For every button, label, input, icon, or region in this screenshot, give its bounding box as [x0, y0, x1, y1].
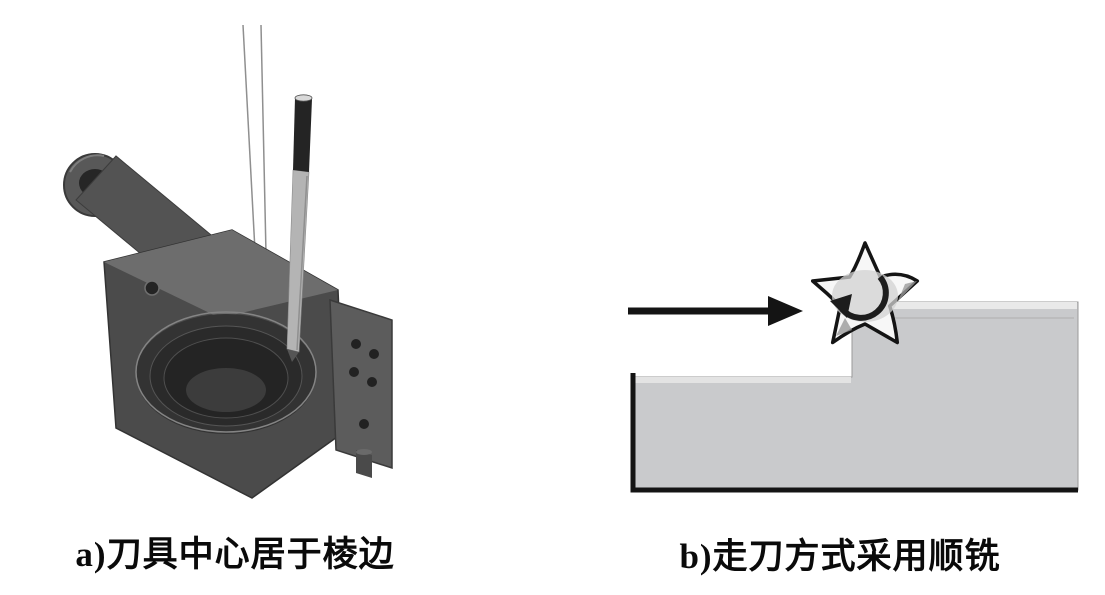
feed-arrow-icon: [628, 296, 803, 326]
tool-tip: [287, 349, 299, 362]
cutter-tooth-shade: [836, 318, 852, 336]
rotation-arrow-icon: [830, 275, 889, 321]
cutter-tooth-shade: [898, 281, 917, 301]
figure-b-caption: b)走刀方式采用顺铣: [679, 537, 1001, 576]
plate-hole: [349, 367, 359, 377]
figure-a-caption: a)刀具中心居于棱边: [75, 535, 395, 574]
workpiece-dark-edges: [630, 373, 1078, 493]
workpiece: [630, 301, 1079, 493]
clamp-top-face: [104, 230, 338, 318]
side-plate: [329, 298, 393, 478]
cad-fixture-illustration: [63, 24, 393, 499]
milling-cutter-icon: [810, 241, 920, 345]
tool-band: [293, 98, 312, 172]
plate-hole: [367, 377, 377, 387]
plate-hole: [359, 419, 369, 429]
workpiece-top-highlight: [853, 302, 1077, 309]
climb-milling-diagram: [628, 241, 1079, 493]
tool-cylinder: [286, 94, 313, 362]
workpiece-step-highlight: [634, 377, 851, 383]
central-bore: [135, 311, 317, 434]
tool-top-cap: [294, 94, 313, 102]
arm-hole: [144, 280, 160, 296]
plate-hole: [369, 349, 379, 359]
plate-hole: [351, 339, 361, 349]
plate-stub: [356, 450, 372, 478]
